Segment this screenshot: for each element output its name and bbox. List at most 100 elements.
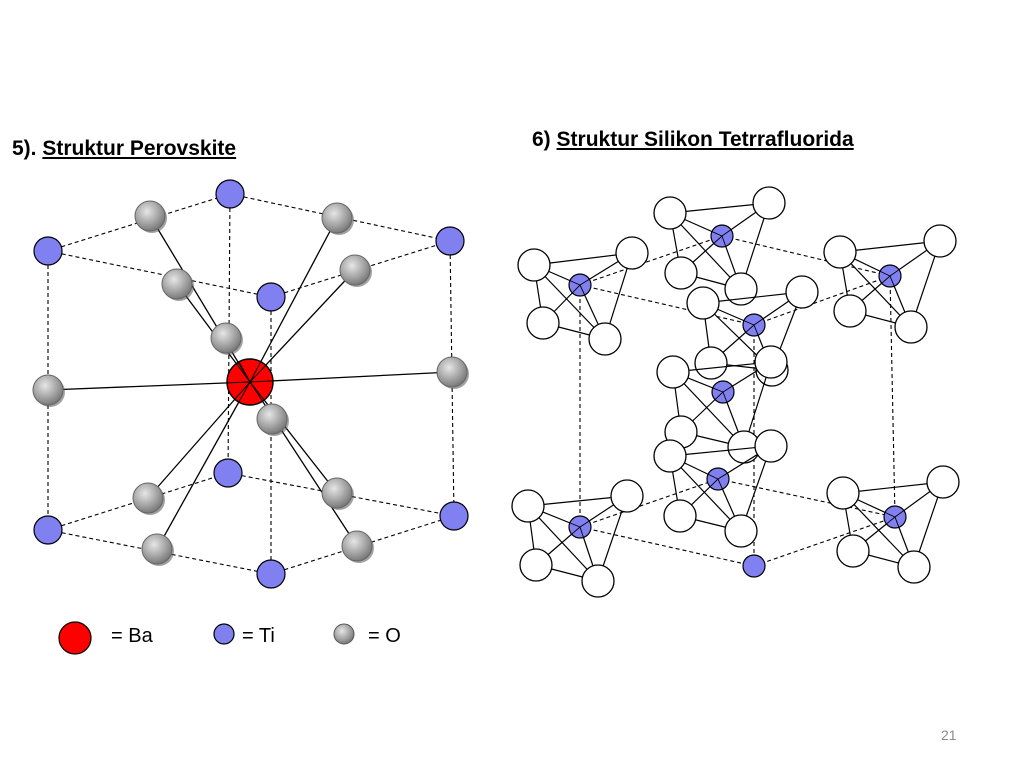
ba-o-bond-inner: [226, 381, 251, 384]
f-atom: [785, 275, 819, 309]
ba-o-bond-inner: [238, 381, 251, 403]
f-atom: [588, 322, 622, 356]
f-f-edge: [672, 371, 745, 448]
legend-o-swatch: [333, 623, 355, 645]
sif4-molecule: [823, 224, 957, 344]
legend-ba-label: = Ba: [111, 625, 153, 647]
perovskite-title-text: Struktur Perovskite: [42, 137, 237, 160]
f-atom: [653, 196, 687, 230]
ba-o-bond-inner: [249, 381, 263, 402]
si-f-bond-inner: [569, 280, 581, 286]
f-f-edge: [669, 445, 772, 457]
cell-edge: [753, 275, 891, 326]
si-f-bond-inner: [889, 269, 900, 277]
sif4-molecule: [653, 186, 786, 306]
si-f-bond-inner: [894, 516, 900, 528]
si-f-bond-inner: [753, 324, 759, 336]
si-f-bond-inner: [894, 510, 905, 518]
cell-edge: [47, 250, 272, 298]
legend-ti-label: = Ti: [242, 625, 275, 647]
f-atom: [511, 489, 545, 523]
si-f-bond-inner: [889, 275, 895, 287]
o-atom: [256, 403, 288, 435]
sif4-molecule: [656, 345, 788, 464]
cell-edge: [889, 275, 896, 518]
ti-atom: [256, 282, 286, 312]
f-atom: [610, 479, 644, 513]
sif4-title: 6) Struktur Silikon Tetrrafluorida: [532, 128, 854, 152]
f-atom: [581, 564, 615, 598]
si-f-bond-inner: [881, 275, 891, 284]
sif4-molecule: [826, 465, 960, 584]
si-f-bond-inner: [579, 284, 586, 296]
legend-ti-swatch: [213, 623, 235, 645]
f-atom: [754, 345, 788, 379]
legend-o-label: = O: [368, 625, 401, 647]
f-atom: [517, 248, 551, 282]
f-atom: [694, 346, 728, 380]
si-f-bond-inner: [879, 270, 891, 277]
f-atom: [526, 306, 560, 340]
cell-edge: [579, 284, 755, 326]
sif4-molecule: [653, 429, 788, 548]
cell-edge: [579, 526, 755, 567]
o-atom: [161, 268, 193, 300]
cell-edge: [721, 235, 891, 277]
f-atom: [653, 439, 687, 473]
f-atom: [926, 465, 960, 499]
si-f-bond-inner: [569, 522, 581, 528]
o-atom: [134, 200, 166, 232]
o-atom: [141, 533, 173, 565]
perovskite-legend: [58, 621, 355, 655]
page-number: 21: [941, 727, 957, 743]
f-atom: [754, 429, 788, 463]
ba-o-bond-inner: [249, 361, 262, 383]
ti-atom: [33, 236, 63, 266]
perovskite-structure: [32, 179, 469, 589]
sif4-structure: [511, 186, 960, 598]
o-atom: [436, 356, 468, 388]
si-f-bond-inner: [571, 526, 581, 535]
ti-atom: [33, 515, 63, 545]
ba-o-bond-inner: [249, 380, 273, 383]
si-f-bond-inner: [714, 391, 724, 400]
cell-edge: [227, 193, 231, 474]
perovskite-title-number: 5).: [12, 137, 37, 160]
ba-o-bond: [249, 269, 356, 383]
si-f-bond-inner: [579, 278, 590, 286]
cell-edge: [449, 240, 455, 517]
f-atom: [724, 272, 758, 306]
ba-o-bond-inner: [234, 381, 251, 400]
si-f-bond-inner: [713, 235, 723, 244]
ba-o-bond: [47, 381, 251, 391]
ba-o-bond: [156, 381, 251, 550]
sif4-molecules: [511, 186, 960, 598]
f-f-edge: [839, 251, 912, 328]
cell-edge: [753, 516, 896, 567]
o-atom: [341, 530, 373, 562]
o-atom: [321, 477, 353, 509]
si-f-bond-inner: [712, 387, 724, 393]
si-f-bond-inner: [707, 473, 719, 480]
ba-o-bond: [149, 215, 251, 383]
ba-o-bond-inner: [238, 361, 251, 383]
cell-edge: [47, 193, 231, 252]
si-f-bond-inner: [722, 391, 728, 403]
si-f-bond-inner: [579, 520, 590, 528]
cell-edge: [270, 515, 455, 575]
sif4-title-text: Struktur Silikon Tetrrafluorida: [556, 128, 854, 151]
si-f-bond-inner: [717, 472, 728, 480]
si-atom: [742, 554, 766, 578]
si-f-bond-inner: [711, 231, 723, 237]
si-f-bond-inner: [721, 229, 732, 237]
o-atom: [210, 322, 242, 354]
o-atom: [339, 254, 371, 286]
si-f-bond-inner: [717, 478, 723, 490]
f-f-edge: [527, 505, 599, 582]
legend-ba-swatch: [58, 621, 92, 655]
f-atom: [664, 256, 698, 290]
f-atom: [752, 186, 786, 220]
f-atom: [826, 476, 860, 510]
f-atom: [894, 310, 928, 344]
